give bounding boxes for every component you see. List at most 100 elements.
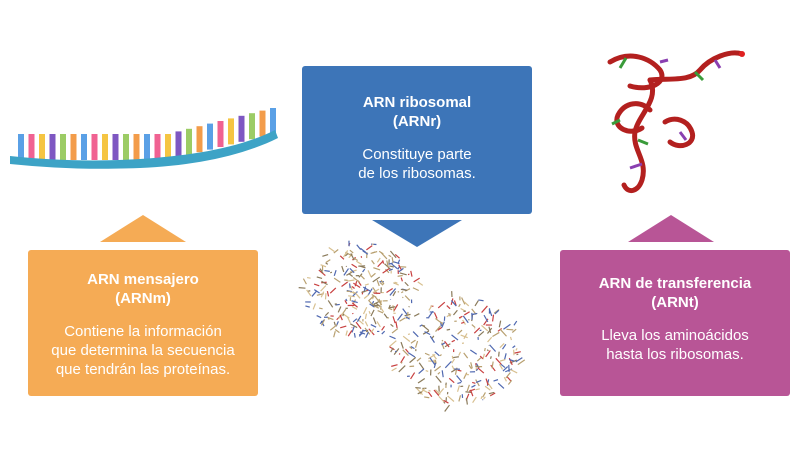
ribosome-strand [397,313,403,321]
ribosome-strand [365,329,369,333]
ribosome-strand [388,304,391,308]
ribosome-strand [322,253,329,257]
ribosome-strand [404,295,411,301]
ribosome-strand [487,336,493,343]
ribosome-strand [316,276,323,280]
ribosome-strand [447,395,455,402]
ribosome-strand [451,334,459,341]
ribosome-strand [484,385,491,391]
ribosome-strand [470,362,473,369]
ribosome-strand [446,328,451,331]
ribosome-strand [344,253,349,257]
ribosome-strand [453,300,457,306]
ribosome-strand [316,314,322,319]
ribosome-strand [389,265,394,268]
trna-card: ARN de transferencia (ARNt) Lleva los am… [560,250,790,396]
mrna-body-line: que determina la secuencia [51,342,235,359]
ribosome-strand [372,317,377,325]
ribosome-strand [302,278,307,285]
ribosome-strand [486,349,489,352]
ribosome-strand [407,333,411,336]
ribosome-strand [368,295,375,302]
ribosome-strand [374,305,380,309]
ribosome-strand [351,302,358,308]
ribosome-strand [425,369,429,373]
ribosome-strand [321,280,328,286]
ribosome-strand [506,376,512,382]
ribosome-strand [401,291,404,294]
ribosome-strand [397,274,403,277]
ribosome-strand [438,395,445,403]
ribosome-strand [386,287,394,293]
ribosome-strand [329,324,338,331]
ribosome-strand [324,269,330,272]
ribosome-strand [471,324,476,329]
ribosome-strand [433,362,437,368]
ribosome-strand [348,295,355,298]
ribosome-strand [389,346,395,351]
ribosome-strand [460,321,465,324]
ribosome-strand [501,343,507,350]
ribosome-strand [367,270,372,277]
ribosome-strand [419,324,423,327]
ribosome-strand [382,260,385,264]
ribosome-strand [390,347,394,353]
ribosome-strand [391,256,394,263]
ribosome-strand [478,299,484,302]
ribosome-strand [509,336,513,341]
ribosome-strand [380,252,388,260]
ribosome-strand [376,257,381,263]
ribosome-strand [402,296,404,299]
ribosome-strand [343,268,350,276]
rrna-body-line: Constituye parte [362,146,472,163]
ribosome-strand [475,379,480,387]
ribosome-strand [377,260,384,268]
ribosome-strand [349,323,358,329]
ribosome-strand [441,370,444,378]
ribosome-strand [472,381,476,384]
ribosome-strand [356,244,362,251]
ribosome-strand [451,339,456,343]
ribosome-strand [469,389,474,397]
ribosome-strand [507,379,513,385]
ribosome-strand [490,364,496,372]
ribosome-strand [482,353,485,360]
ribosome-strand [364,321,369,327]
ribosome-strand [404,281,409,287]
ribosome-strand [410,372,416,380]
ribosome-strand [320,291,325,298]
ribosome-strand [319,307,323,310]
ribosome-strand [458,351,462,356]
ribosome-strand [511,328,517,333]
nucleotide-base [39,134,45,160]
ribosome-strand [410,270,413,277]
ribosome-strand [320,285,327,292]
ribosome-strand [400,356,406,364]
ribosome-strand [437,301,446,309]
ribosome-strand [434,365,442,372]
ribosome-strand [398,353,401,355]
ribosome-strand [456,385,461,392]
ribosome-strand [388,262,393,265]
ribosome-strand [435,375,442,383]
ribosome-strand [354,281,358,287]
ribosome-strand [392,305,395,313]
ribosome-strand [488,308,493,317]
ribosome-strand [361,289,368,294]
ribosome-strand [441,342,446,346]
ribosome-strand [398,267,404,273]
ribosome-strand [461,297,466,305]
ribosome-strand [330,271,333,274]
ribosome-strand [471,384,476,388]
ribosome-strand [376,321,381,328]
ribosome-strand [418,362,425,370]
mrna-card: ARN mensajero (ARNm) Contiene la informa… [28,250,258,396]
ribosome-strand [352,276,361,283]
ribosome-strand [345,330,348,336]
ribosome-strand [328,247,335,253]
ribosome-strand [351,305,358,310]
ribosome-strand [476,357,482,362]
ribosome-strand [448,377,455,384]
ribosome-strand [342,308,347,314]
ribosome-strand [473,327,481,334]
